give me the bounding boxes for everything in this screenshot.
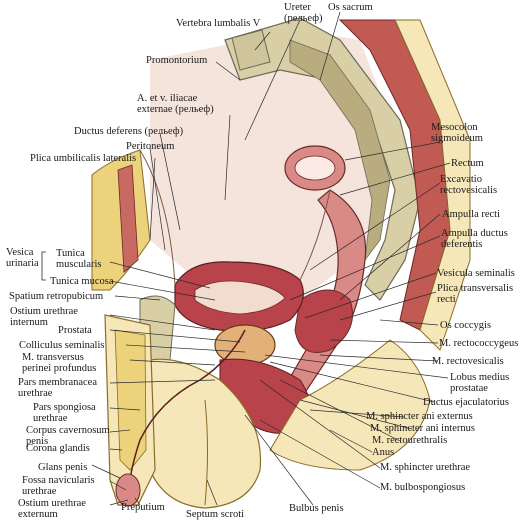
urethra xyxy=(127,329,246,496)
label-sphincter-externus: M. sphincter ani externus xyxy=(366,411,473,422)
label-ductus-ejaculatorius: Ductus ejaculatorius xyxy=(423,397,510,408)
label-sphincter-urethrae: M. sphincter urethrae xyxy=(380,462,471,473)
rectus-muscle xyxy=(117,164,139,273)
bladder-lumen xyxy=(194,280,286,315)
label-colliculus: Colliculus seminalis xyxy=(19,340,105,351)
glans xyxy=(115,473,141,507)
corpus-cavernosum xyxy=(114,329,147,471)
label-prostata: Prostata xyxy=(58,325,92,336)
label-preputium: Preputium xyxy=(121,502,165,513)
label-m-rectovesicalis: M. rectovesicalis xyxy=(432,356,504,367)
label-os-sacrum: Os sacrum xyxy=(328,2,373,13)
sigmoid-lumen xyxy=(294,155,336,181)
label-ductus-deferens: Ductus deferens (рельеф) xyxy=(74,126,184,137)
label-plica-umbilicalis: Plica umbilicalis lateralis xyxy=(30,153,137,164)
label-septum-scroti: Septum scroti xyxy=(186,509,245,520)
label-peritoneum: Peritoneum xyxy=(126,141,175,152)
label-vertebra-lumbalis: Vertebra lumbalis V xyxy=(176,18,261,29)
label-os-coccygis: Os coccygis xyxy=(440,320,492,331)
vesica-bracket xyxy=(41,251,46,281)
abdominal-cavity xyxy=(150,30,390,300)
perineum-skin xyxy=(269,339,431,471)
peritoneum-line xyxy=(139,149,331,286)
label-m-rectococcygeus: M. rectococcygeus xyxy=(439,338,519,349)
septum-scroti-line xyxy=(204,399,208,506)
vertebra-lumbalis xyxy=(231,29,271,71)
label-ureter: Ureter(рельеф) xyxy=(284,2,323,24)
label-bulbus-penis: Bulbus penis xyxy=(289,503,344,514)
sacrum xyxy=(224,17,421,301)
label-m-rectourethralis: M. rectourethralis xyxy=(372,435,448,446)
label-anus: Anus xyxy=(372,447,395,458)
label-tunica-mucosa: Tunica mucosa xyxy=(50,276,114,287)
back-skin xyxy=(394,19,471,351)
label-glans-penis: Glans penis xyxy=(38,462,88,473)
label-promontorium: Promontorium xyxy=(146,55,208,66)
label-vesicula-seminalis: Vesicula seminalis xyxy=(437,268,515,279)
label-sphincter-internus: M. sphincter ani internus xyxy=(370,423,475,434)
label-m-bulbospongiosus: M. bulbospongiosus xyxy=(380,482,466,493)
label-corona-glandis: Corona glandis xyxy=(26,443,90,454)
label-rectum: Rectum xyxy=(451,158,484,169)
leader-lines xyxy=(91,11,451,506)
label-ampulla-recti: Ampulla recti xyxy=(442,209,501,220)
rectum-ampulla xyxy=(294,289,353,353)
label-spatium: Spatium retropubicum xyxy=(9,291,104,302)
